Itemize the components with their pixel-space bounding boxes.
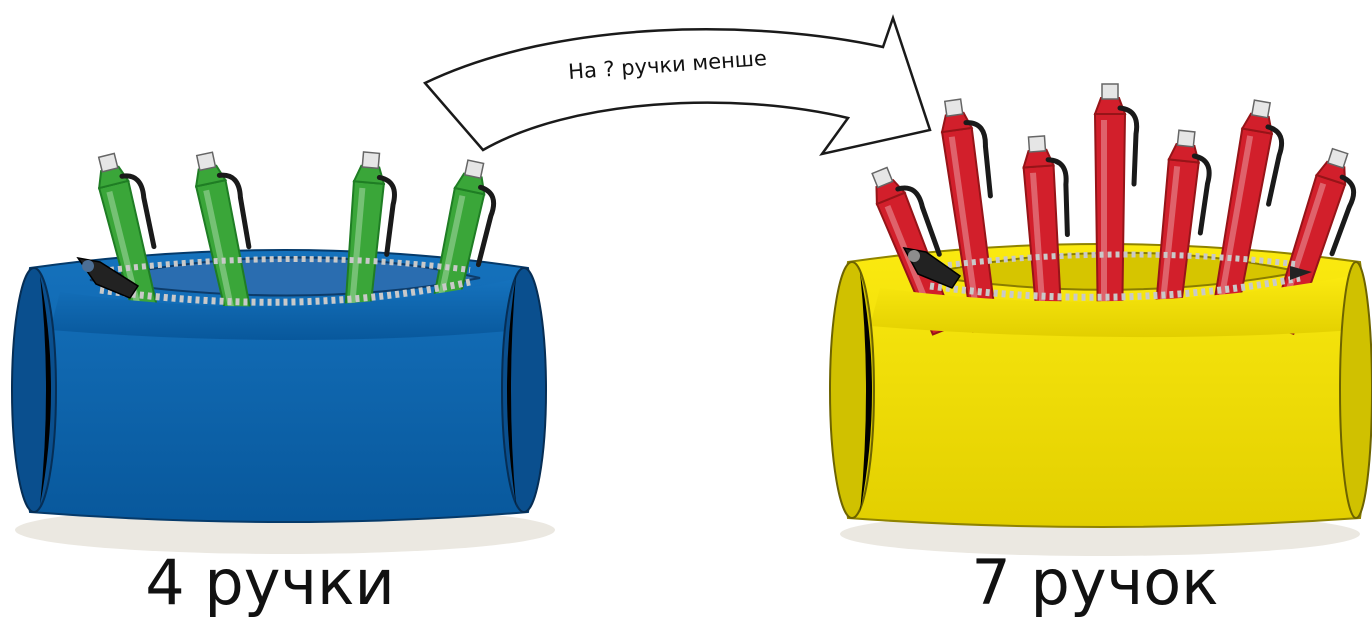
pencil-case-right	[830, 84, 1372, 556]
arrow: На ? ручки менше	[425, 18, 930, 154]
caption-right: 7 ручок	[895, 548, 1295, 618]
caption-left: 4 ручки	[80, 548, 460, 618]
pencil-case-left	[12, 148, 555, 554]
